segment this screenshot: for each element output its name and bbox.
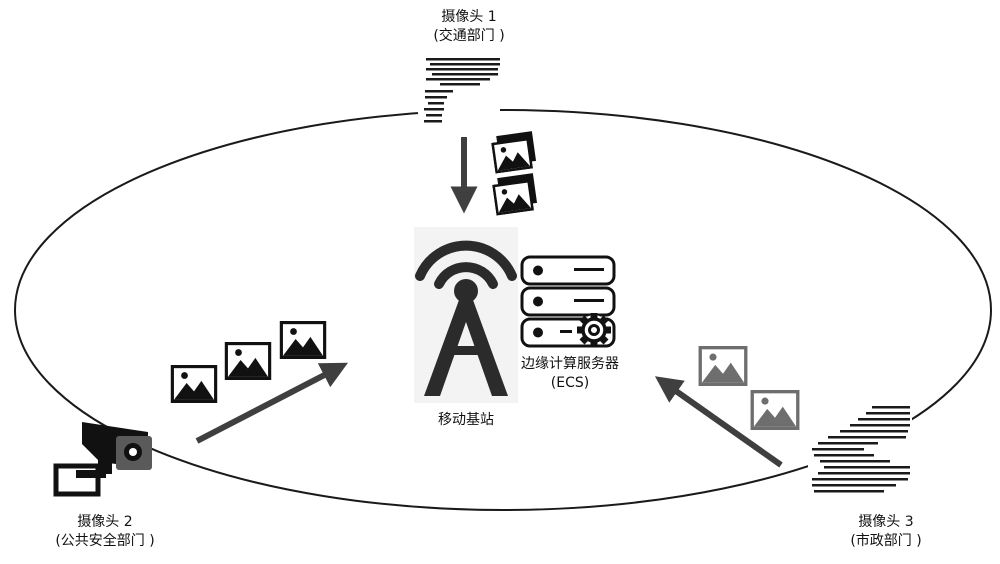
arrow-camera-3-to-ecs bbox=[654, 376, 783, 468]
image-icon bbox=[698, 346, 748, 386]
base-station-label: 移动基站 bbox=[414, 411, 518, 430]
image-icon bbox=[492, 173, 538, 216]
camera-2-icon bbox=[53, 422, 152, 497]
ecs-label: 边缘计算服务器 (ECS) bbox=[505, 355, 635, 393]
camera-1-icon bbox=[418, 56, 500, 126]
camera-3-dept: (市政部门 ) bbox=[850, 533, 922, 549]
camera-1-dept: (交通部门 ) bbox=[433, 28, 505, 44]
camera-2-dept: (公共安全部门 ) bbox=[55, 533, 155, 549]
arrow-camera-2-to-station bbox=[195, 362, 348, 444]
image-icon bbox=[170, 365, 218, 403]
camera-3-label: 摄像头 3 (市政部门 ) bbox=[826, 513, 946, 551]
base-station-icon bbox=[414, 227, 518, 403]
ecs-abbr-text: (ECS) bbox=[550, 375, 590, 391]
base-station-label-text: 移动基站 bbox=[438, 412, 494, 428]
camera-1-name: 摄像头 1 bbox=[441, 9, 497, 25]
ecs-label-text: 边缘计算服务器 bbox=[521, 356, 619, 372]
camera-2-name: 摄像头 2 bbox=[77, 514, 133, 530]
camera-3-name: 摄像头 3 bbox=[858, 514, 914, 530]
camera-1-label: 摄像头 1 (交通部门 ) bbox=[414, 8, 524, 46]
image-icon bbox=[491, 131, 537, 174]
coverage-ellipse bbox=[14, 109, 992, 511]
image-icon bbox=[750, 390, 800, 430]
image-icon bbox=[224, 342, 272, 380]
image-icon bbox=[279, 321, 327, 359]
camera-2-label: 摄像头 2 (公共安全部门 ) bbox=[30, 513, 180, 551]
camera-3-icon bbox=[808, 402, 912, 494]
ecs-server-icon bbox=[520, 255, 616, 348]
